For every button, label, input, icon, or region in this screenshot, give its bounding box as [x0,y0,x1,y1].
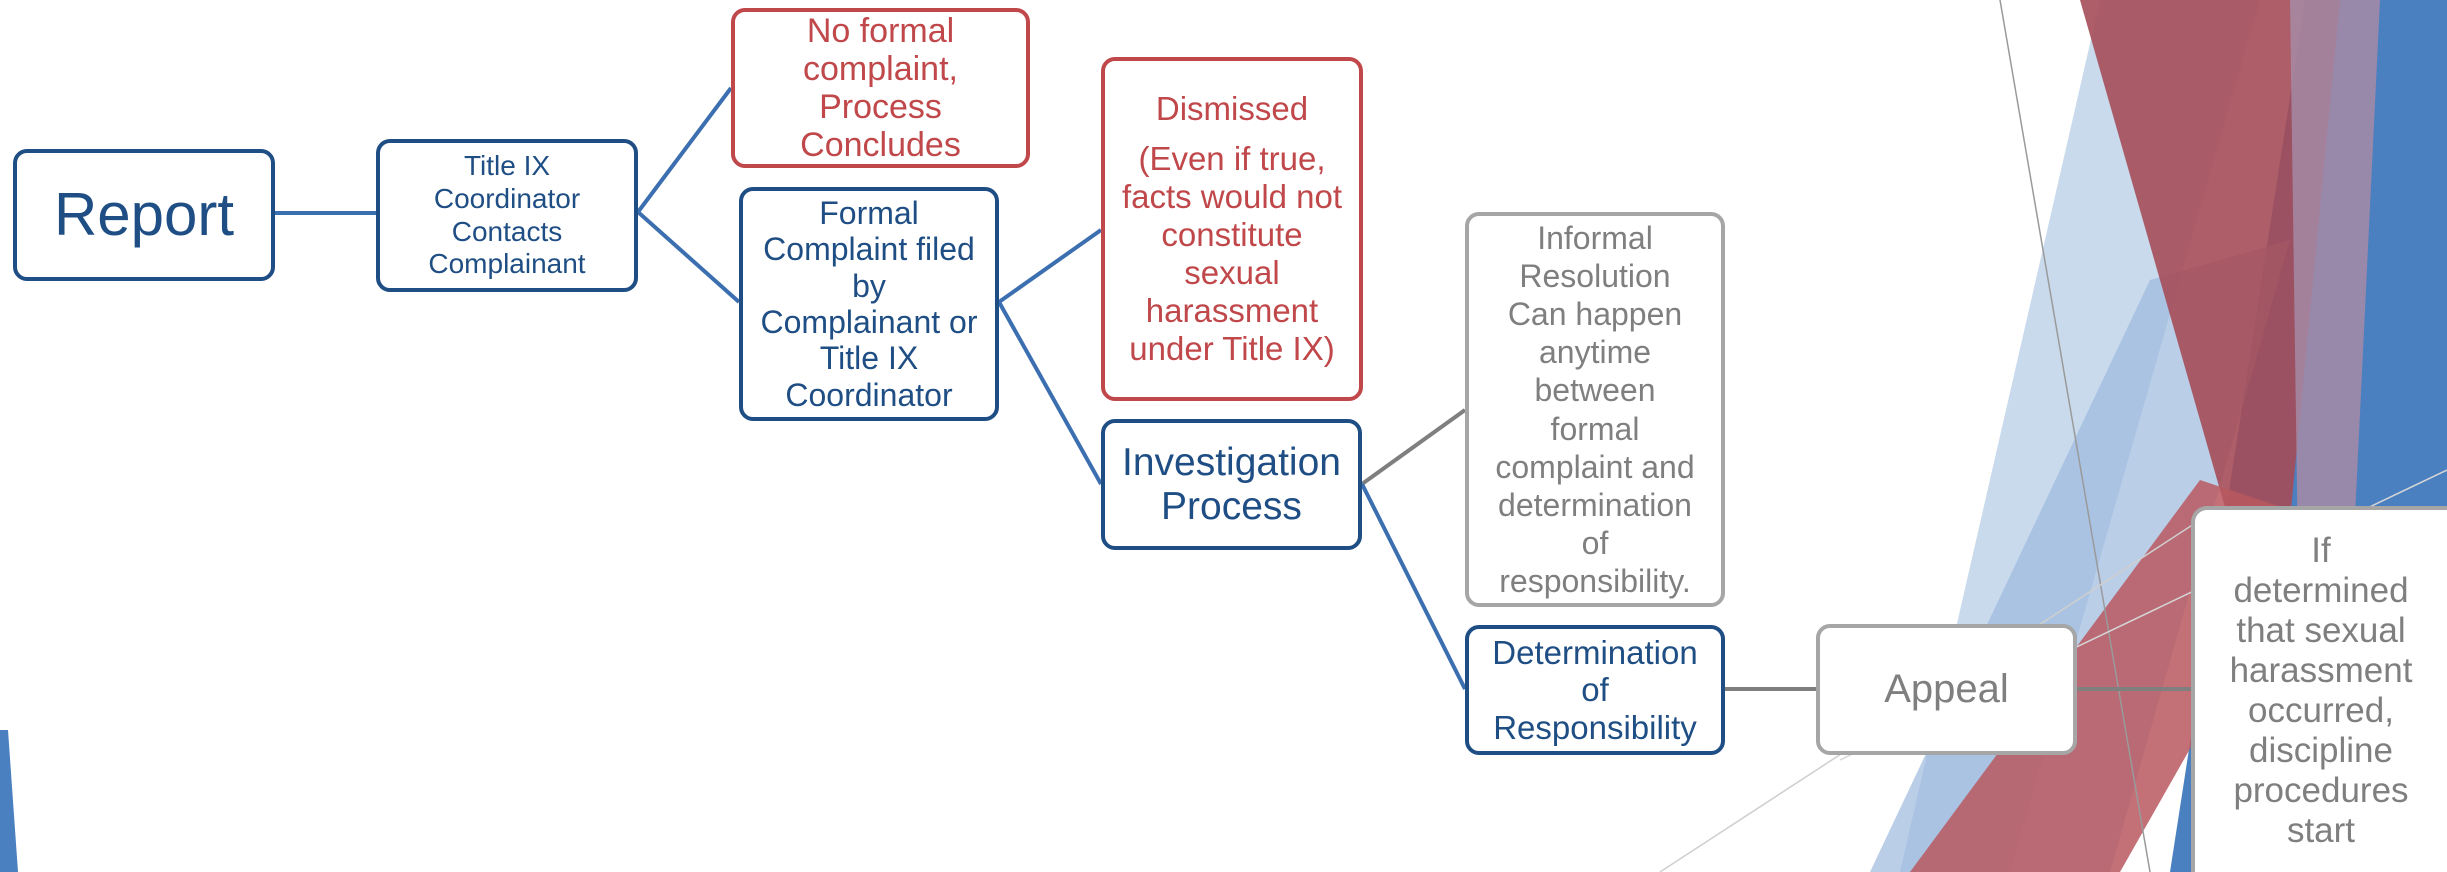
informal-resolution-line: anytime [1538,334,1652,371]
discipline-line: that sexual [2236,611,2406,651]
discipline-line: occurred, [2248,691,2394,730]
discipline-node: If determined that sexual harassment occ… [2191,506,2447,872]
discipline-line: determined [2233,571,2409,611]
dismissed-line: constitute [1161,216,1303,254]
investigation-line: Investigation [1122,440,1341,484]
informal-resolution-line: responsibility. [1499,562,1691,599]
dismissed-line: under Title IX) [1129,329,1335,367]
connector-investigation-determination [1360,483,1467,690]
investigation-line: Process [1161,484,1302,528]
informal-resolution-line: between [1534,372,1656,409]
formal-complaint-node: Formal Complaint filed by Complainant or… [739,187,999,421]
no-formal-complaint-line: Process [819,88,942,126]
informal-resolution-line: of [1581,524,1609,561]
appeal-label: Appeal [1884,667,2009,712]
determination-line: Determination [1492,633,1698,671]
informal-resolution-line: Informal [1537,220,1653,257]
coordinator-contacts-line: Coordinator [433,182,581,214]
informal-resolution-line: formal [1550,410,1640,447]
formal-complaint-line: Title IX [819,340,919,377]
informal-resolution-line: Resolution [1519,258,1671,295]
determination-line: Responsibility [1493,708,1697,746]
determination-line: of [1581,671,1609,709]
formal-complaint-line: by [852,267,886,304]
informal-resolution-node: Informal Resolution Can happen anytime b… [1465,212,1725,607]
coordinator-contacts-node: Title IX Coordinator Contacts Complainan… [376,139,638,292]
formal-complaint-line: Formal [819,194,919,231]
coordinator-contacts-line: Complainant [428,248,586,280]
informal-resolution-line: determination [1498,486,1692,523]
dismissed-line: (Even if true, [1138,140,1326,178]
connector-investigation-informal [1360,408,1467,486]
no-formal-complaint-line: complaint, [803,49,958,88]
formal-complaint-line: Coordinator [785,376,953,413]
formal-complaint-line: Complaint filed [763,231,975,268]
connector-coordinator-no-complaint [636,86,733,214]
connector-coordinator-formal-complaint [636,210,741,304]
connector-formal-dismissed [997,228,1103,304]
investigation-node: Investigation Process [1101,419,1362,550]
discipline-line: procedures [2233,770,2409,810]
determination-node: Determination of Responsibility [1465,625,1725,755]
discipline-line: If [2311,531,2331,571]
report-label: Report [53,180,235,248]
dismissed-line: facts would not [1121,178,1343,216]
formal-complaint-line: Complainant or [760,304,978,340]
discipline-line: discipline [2249,730,2393,770]
dismissed-title: Dismissed [1155,90,1309,128]
bg-thin-line-1 [1999,0,2151,872]
informal-resolution-line: Can happen [1507,296,1683,333]
discipline-line: start [2286,810,2356,850]
no-formal-complaint-line: No formal [806,11,955,50]
dismissed-line: harassment [1145,291,1319,329]
dismissed-node: Dismissed (Even if true, facts would not… [1101,57,1363,401]
report-node: Report [13,149,275,281]
bg-left-edge-sliver [0,730,18,872]
no-formal-complaint-node: No formal complaint, Process Concludes [731,8,1030,168]
connector-formal-investigation [997,301,1103,485]
discipline-line: harassment [2229,651,2413,691]
no-formal-complaint-line: Concludes [800,126,961,165]
informal-resolution-line: complaint and [1495,448,1695,485]
bg-red-wedge-top [2080,0,2340,560]
coordinator-contacts-line: Title IX [463,150,551,181]
dismissed-line: sexual [1184,253,1280,291]
coordinator-contacts-line: Contacts [451,215,563,247]
appeal-node: Appeal [1816,624,2077,755]
